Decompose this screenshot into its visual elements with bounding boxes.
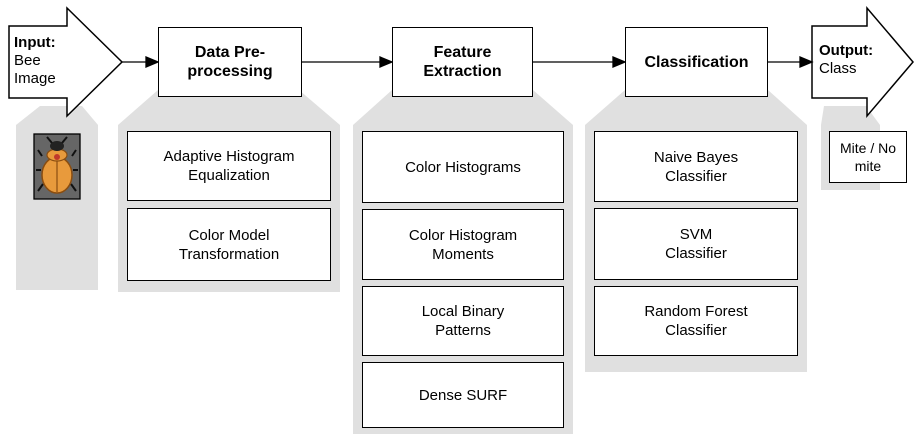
stage-classification: Classification <box>625 27 768 97</box>
feature-item: Color Histograms <box>362 131 564 203</box>
input-line2: Image <box>14 70 56 87</box>
feature-item: Color Histogram Moments <box>362 209 564 280</box>
input-arrow-shape <box>8 6 124 118</box>
input-label: Input: Bee Image <box>14 34 56 88</box>
output-line1: Class <box>819 60 857 77</box>
result-box: Mite / No mite <box>829 131 907 183</box>
stage-preprocessing: Data Pre-processing <box>158 27 302 97</box>
input-line1: Bee <box>14 52 41 69</box>
output-title: Output: <box>819 42 874 59</box>
output-arrow-shape <box>811 5 914 119</box>
connector-arrowhead <box>612 56 627 68</box>
stage-feature-extraction: Feature Extraction <box>392 27 533 97</box>
classifier-item: Random Forest Classifier <box>594 286 798 356</box>
feature-item: Dense SURF <box>362 362 564 428</box>
preprocessing-item: Color Model Transformation <box>127 208 331 281</box>
connector-arrowhead <box>799 56 814 68</box>
input-title: Input: <box>14 34 56 51</box>
output-label: Output: Class <box>819 42 873 78</box>
preprocessing-item: Adaptive Histogram Equalization <box>127 131 331 201</box>
bee-image <box>33 133 81 200</box>
connector-arrowhead <box>145 56 160 68</box>
classifier-item: Naive Bayes Classifier <box>594 131 798 202</box>
feature-item: Local Binary Patterns <box>362 286 564 356</box>
connector-arrowhead <box>379 56 394 68</box>
classifier-item: SVM Classifier <box>594 208 798 280</box>
